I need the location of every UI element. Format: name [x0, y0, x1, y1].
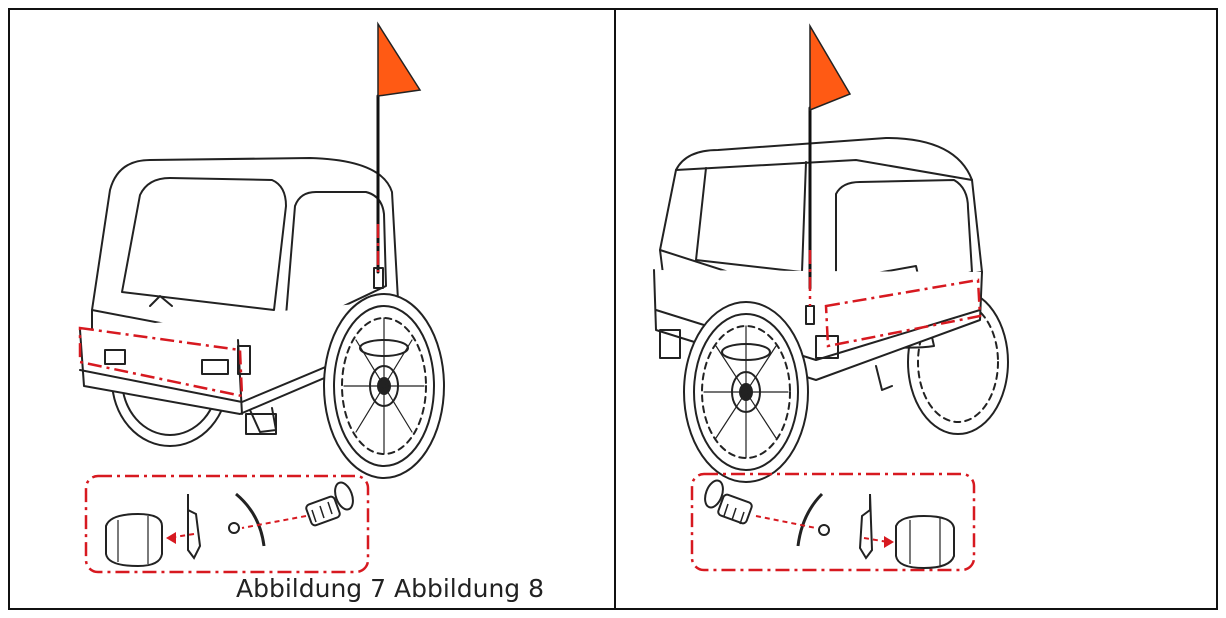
washer: [228, 522, 240, 534]
trailer-side-view-illustration: [653, 23, 1009, 572]
front-wheel: [683, 301, 809, 483]
figure-7-panel: [10, 10, 614, 608]
detail-box-8: [690, 472, 976, 572]
safety-flag: [377, 21, 422, 97]
bolt-screw: [704, 479, 753, 525]
figure-8-panel: [616, 10, 1216, 608]
detail-box-7: [84, 474, 370, 574]
reflector-cap: [105, 512, 163, 568]
mount-bracket: [187, 494, 202, 560]
figure-frame: [8, 8, 1218, 610]
trailer-rear-view-illustration: [78, 21, 445, 574]
reflector-cap: [895, 514, 955, 570]
washer: [818, 524, 830, 536]
safety-flag: [809, 23, 852, 112]
right-wheel: [323, 293, 445, 479]
red-marker-lines: [78, 224, 380, 574]
mount-bracket: [858, 493, 874, 560]
panel-divider: [614, 8, 616, 610]
caption-figure-7: Abbildung 7: [236, 574, 387, 603]
red-marker-lines: [690, 250, 982, 572]
bolt-screw: [305, 481, 354, 527]
caption-figure-8: Abbildung 8: [394, 574, 545, 603]
